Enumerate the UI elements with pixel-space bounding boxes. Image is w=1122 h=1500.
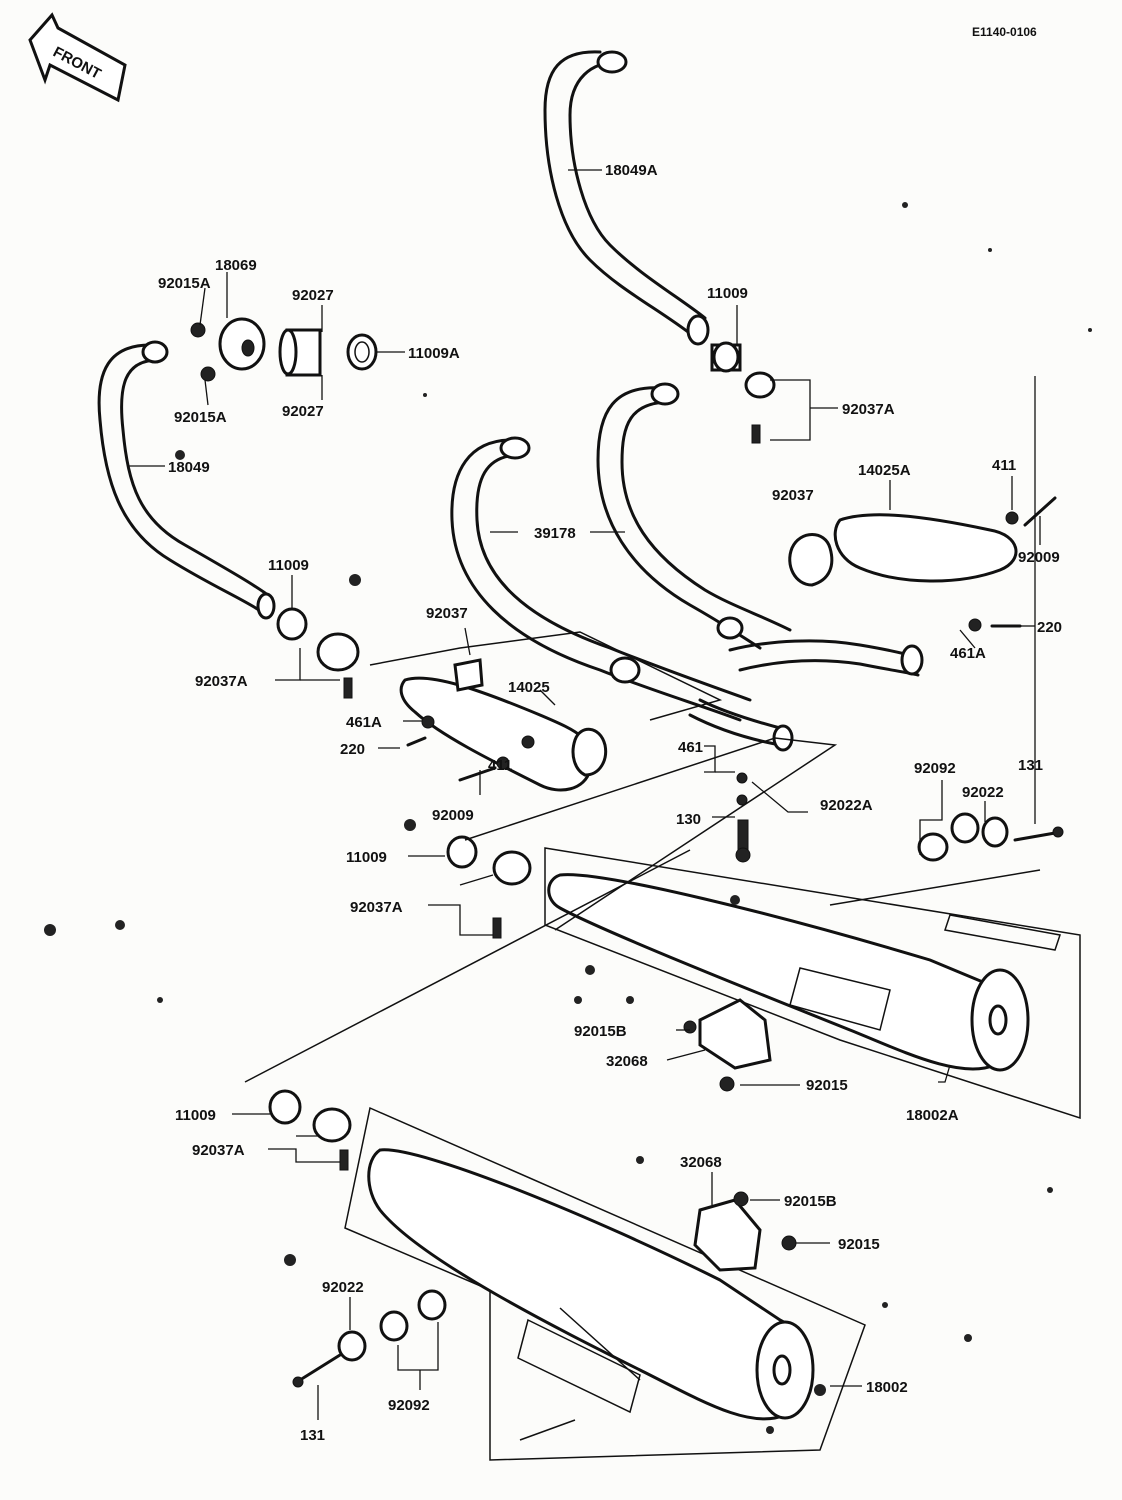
callout-92037a-upper-right: 92037A: [842, 401, 895, 418]
clamp-92037a-mid: [492, 850, 532, 939]
callout-18002a: 18002A: [906, 1107, 959, 1124]
callout-11009-upper-right: 11009: [707, 285, 748, 302]
mount-rubber-92092-right: [917, 812, 980, 862]
callout-18069: 18069: [215, 257, 257, 274]
bolt-130: [735, 819, 751, 863]
callout-18002: 18002: [866, 1379, 908, 1396]
callout-92027-bottom: 92027: [282, 403, 324, 420]
clamp-92037-left: [453, 658, 484, 692]
callout-411-left: 411: [488, 757, 512, 774]
callout-39178: 39178: [534, 525, 576, 542]
callout-14025: 14025: [508, 679, 550, 696]
gasket-11009-mid: [446, 835, 478, 869]
callout-220-right: 220: [1037, 619, 1062, 636]
scan-speckles: [44, 202, 1092, 1434]
callout-131-bottom: 131: [300, 1427, 325, 1444]
callout-92027-top: 92027: [292, 287, 334, 304]
callout-32068: 32068: [606, 1053, 648, 1070]
callout-92092-right: 92092: [914, 760, 956, 777]
callout-92037a-left: 92037A: [195, 673, 248, 690]
callout-32068-bottom: 32068: [680, 1154, 722, 1171]
header-pipe-39178: [450, 382, 924, 752]
callout-18049: 18049: [168, 459, 210, 476]
flange-18069: [218, 317, 266, 371]
callout-11009a: 11009A: [408, 345, 460, 362]
callout-92022a: 92022A: [820, 797, 873, 814]
clamp-shield-14025-band: [571, 727, 608, 777]
callout-14025a: 14025A: [858, 462, 911, 479]
callout-11009-left: 11009: [268, 557, 309, 574]
callout-92015-bottom: 92015: [838, 1236, 880, 1253]
clamp-92037a-upper: [744, 371, 776, 444]
callout-92022-bottom: 92022: [322, 1279, 364, 1296]
callout-130: 130: [676, 811, 701, 828]
callout-92015b-bottom: 92015B: [784, 1193, 837, 1210]
callout-92037a-mid: 92037A: [350, 899, 403, 916]
callout-131-right: 131: [1018, 757, 1043, 774]
small-nuts-and-bolts: [406, 496, 1057, 1251]
heat-shield-14025a: [833, 513, 1018, 583]
callout-92022-right: 92022: [962, 784, 1004, 801]
callout-92015a-bottom: 92015A: [174, 409, 227, 426]
front-arrow-indicator: FRONT: [28, 12, 127, 103]
gasket-11009-bottom: [268, 1089, 302, 1125]
collar-92027: [278, 328, 322, 377]
callout-461a-right: 461A: [950, 645, 986, 662]
mount-rubber-92092-bottom: [379, 1289, 447, 1342]
callout-92009-left: 92009: [432, 807, 474, 824]
drawing-code: E1140-0106: [972, 25, 1037, 39]
callout-461a-left: 461A: [346, 714, 382, 731]
muffler-18002a: [544, 847, 1081, 1120]
clamp-92037-right: [788, 533, 834, 587]
callout-92037a-bottom: 92037A: [192, 1142, 245, 1159]
callout-92015-mid: 92015: [806, 1077, 848, 1094]
callout-92015a-top: 92015A: [158, 275, 211, 292]
leader-lines: [128, 169, 1041, 1441]
gasket-11009-left: [276, 607, 308, 641]
callout-92015b-mid: 92015B: [574, 1023, 627, 1040]
callout-11009-bottom: 11009: [175, 1107, 216, 1124]
callout-92092-bottom: 92092: [388, 1397, 430, 1414]
bracket-32068-bottom: [693, 1198, 762, 1272]
callout-220-left: 220: [340, 741, 365, 758]
callout-411-right: 411: [992, 457, 1016, 474]
bracket-32068-mid: [698, 998, 772, 1070]
callout-labels: 18049A 18069 92015A 92027 11009A 92027 9…: [158, 162, 1062, 1444]
header-pipe-18049a: [543, 50, 710, 346]
callout-461: 461: [678, 739, 703, 756]
header-pipe-18049: [97, 340, 276, 620]
clamp-92037a-left: [316, 632, 360, 699]
nuts-92015a: [190, 322, 216, 382]
callout-18049a: 18049A: [605, 162, 658, 179]
bolt-131-bottom: [292, 1353, 342, 1388]
callout-11009-mid: 11009: [346, 849, 387, 866]
clamp-92037a-bottom: [312, 1107, 352, 1171]
gasket-11009-upper: [710, 341, 742, 373]
joint-gasket-11009a: [346, 333, 378, 371]
washer-92022-right: [981, 816, 1009, 848]
callout-92037-right: 92037: [772, 487, 814, 504]
heat-shield-14025: [399, 676, 594, 792]
muffler-18002: [344, 1106, 866, 1461]
callout-92009-right: 92009: [1018, 549, 1060, 566]
bolt-131-right: [1013, 826, 1064, 842]
washer-92022-bottom: [337, 1330, 367, 1362]
callout-92037-left: 92037: [426, 605, 468, 622]
